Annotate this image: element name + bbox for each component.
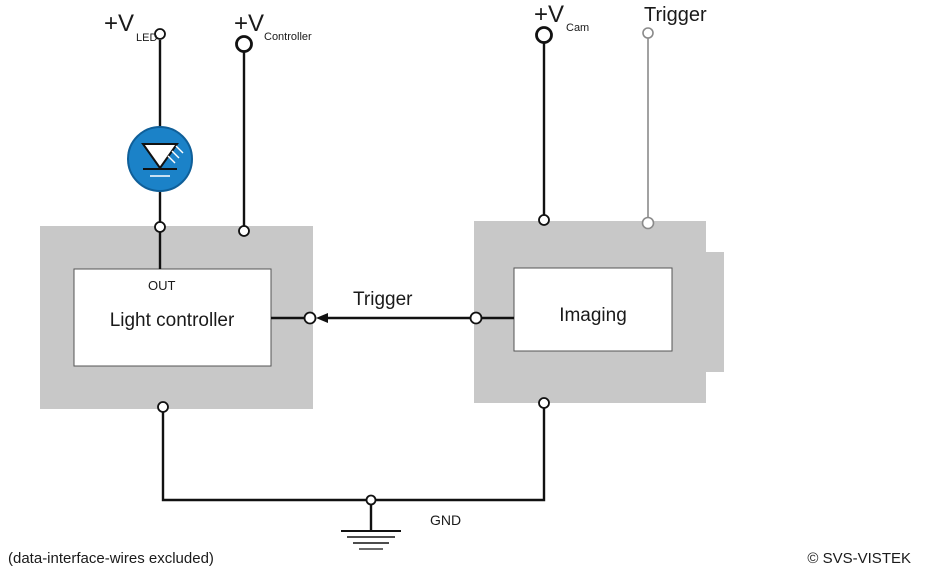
led-out-terminal	[154, 221, 166, 233]
ground-wire	[161, 408, 546, 502]
trigger-input-terminal	[642, 27, 654, 39]
svg-text:LED: LED	[136, 32, 157, 44]
cam-power-terminal	[538, 214, 550, 226]
svg-text:+V: +V	[534, 1, 564, 28]
controller-power-terminal	[238, 225, 250, 237]
camera-connector-tab	[704, 252, 724, 372]
light-controller-label: Light controller	[110, 310, 235, 331]
copyright: © SVS-VISTEK	[807, 550, 911, 567]
vled-label: +V LED	[104, 10, 157, 44]
vcam-label: +V Cam	[534, 1, 589, 34]
controller-trigger-in-terminal	[303, 311, 317, 325]
vcontroller-label: +V Controller	[234, 10, 312, 43]
ground-icon	[341, 530, 401, 550]
led-icon	[127, 126, 193, 192]
camera-gnd-terminal	[538, 397, 550, 409]
imaging-label: Imaging	[559, 305, 627, 326]
gnd-label: GND	[430, 512, 461, 528]
vcontroller-terminal	[235, 35, 253, 53]
camera-trigger-terminal	[641, 216, 655, 230]
trigger-arrowhead	[316, 313, 328, 323]
gnd-junction	[365, 494, 377, 506]
vcam-terminal	[535, 26, 553, 44]
svg-text:Cam: Cam	[566, 22, 589, 34]
svg-text:+V: +V	[234, 10, 264, 37]
trigger-top-label: Trigger	[644, 4, 707, 26]
light-controller-block	[73, 268, 272, 367]
vled-terminal	[154, 28, 166, 40]
imaging-block	[513, 267, 673, 352]
trigger-mid-label: Trigger	[353, 289, 413, 310]
svg-text:+V: +V	[104, 10, 134, 37]
footer-note: (data-interface-wires excluded)	[8, 550, 214, 567]
out-label: OUT	[148, 278, 176, 293]
svg-text:Controller: Controller	[264, 31, 312, 43]
camera-trigger-out-terminal	[469, 311, 483, 325]
controller-gnd-terminal	[157, 401, 169, 413]
